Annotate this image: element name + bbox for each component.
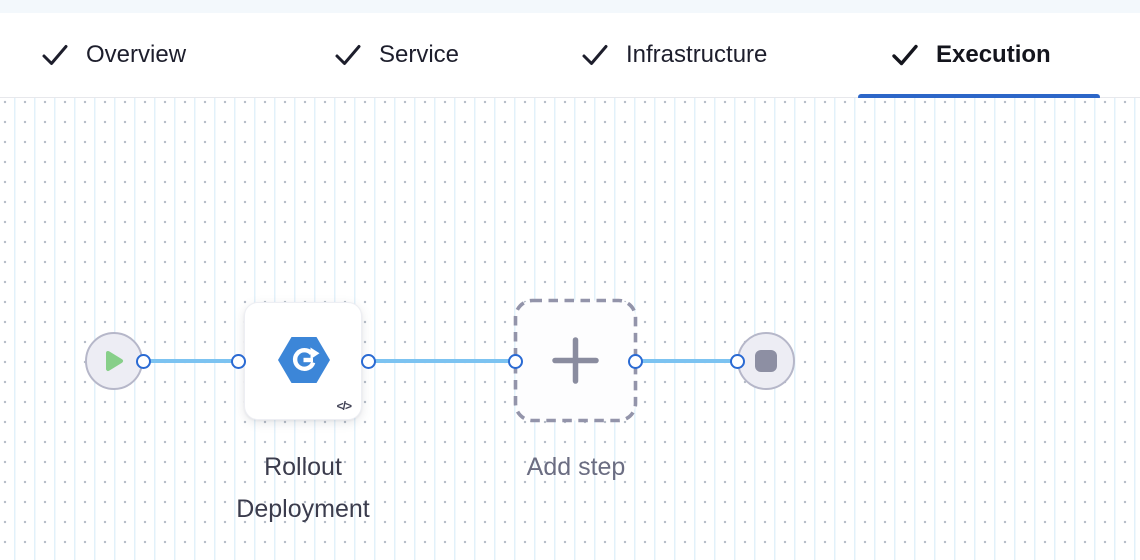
tab-overview[interactable]: Overview: [40, 13, 186, 97]
tab-execution[interactable]: Execution: [890, 13, 1051, 97]
port-addstep-out[interactable]: [627, 353, 643, 369]
connector-start-to-step: [143, 359, 238, 363]
port-end-in[interactable]: [729, 353, 745, 369]
port-addstep-in[interactable]: [507, 353, 523, 369]
stop-icon: [755, 350, 777, 372]
tab-service[interactable]: Service: [333, 13, 459, 97]
step-label-rollout-deployment: Rollout Deployment: [236, 453, 370, 523]
active-tab-indicator: [858, 94, 1100, 100]
pipeline-canvas[interactable]: </> Rollout Deployment Add step: [0, 98, 1140, 560]
connector-step-to-addstep: [368, 359, 515, 363]
check-icon: [892, 44, 918, 66]
play-icon: [105, 351, 123, 371]
pipeline-start-node[interactable]: [85, 332, 143, 390]
tab-infrastructure-label: Infrastructure: [626, 41, 768, 68]
port-start-out[interactable]: [135, 353, 151, 369]
tab-overview-label: Overview: [86, 41, 187, 68]
port-step-out[interactable]: [360, 353, 376, 369]
pipeline-stage-tabs: Overview Service Infrastructure Executio…: [0, 13, 1140, 100]
tab-execution-label: Execution: [936, 41, 1051, 68]
rollout-deployment-icon: [278, 337, 330, 383]
port-step-in[interactable]: [230, 353, 246, 369]
tab-service-label: Service: [379, 41, 460, 68]
connector-addstep-to-end: [635, 359, 737, 363]
step-node-rollout-deployment[interactable]: </>: [244, 302, 362, 420]
tab-infrastructure[interactable]: Infrastructure: [580, 13, 767, 97]
check-icon: [582, 45, 608, 65]
canvas-top-strip: [0, 0, 1140, 13]
plus-icon: [552, 337, 599, 384]
code-view-icon[interactable]: </>: [336, 399, 352, 413]
add-step-button[interactable]: [513, 298, 638, 423]
add-step-label: Add step: [526, 453, 626, 481]
check-icon: [335, 45, 361, 65]
check-icon: [42, 45, 68, 65]
pipeline-end-node[interactable]: [737, 332, 795, 390]
